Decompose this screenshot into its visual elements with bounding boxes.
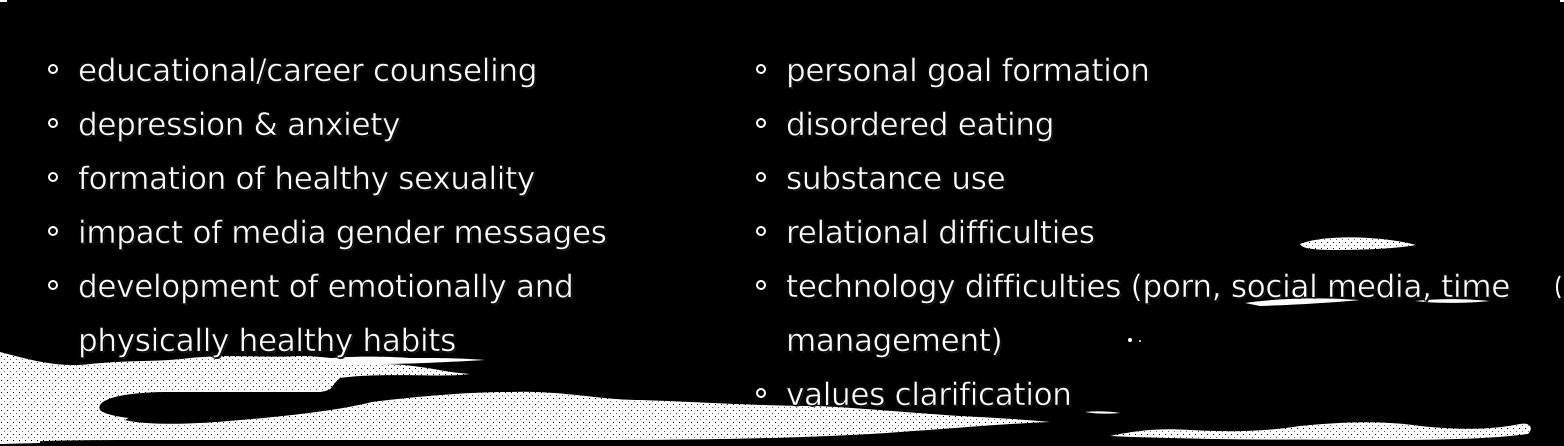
list-item: depression & anxiety xyxy=(44,98,724,152)
wave-right xyxy=(1110,422,1531,440)
wave-upper-tail xyxy=(315,356,485,364)
wave-streak xyxy=(1245,298,1360,306)
wave-left-gap xyxy=(125,401,372,424)
hollow-circle-bullet-icon xyxy=(756,64,766,74)
list-item: educational/career counseling xyxy=(44,44,724,98)
list-item: substance use xyxy=(752,152,1552,206)
list-item-label: values clarification xyxy=(786,377,1073,414)
list-item: formation of healthy sexuality xyxy=(44,152,724,206)
list-item: personal goal formation xyxy=(752,44,1552,98)
list-item: disordered eating xyxy=(752,98,1552,152)
list-item: relational difficulties xyxy=(752,206,1552,260)
list-item-label: personal goal formation xyxy=(786,53,1150,90)
list-item-label: development of emotionally and physicall… xyxy=(78,269,574,360)
hollow-circle-bullet-icon xyxy=(756,388,766,398)
hollow-circle-bullet-icon xyxy=(48,64,58,74)
hollow-circle-bullet-icon xyxy=(756,280,766,290)
hollow-circle-bullet-icon xyxy=(48,280,58,290)
hollow-circle-bullet-icon xyxy=(756,172,766,182)
wave-streak xyxy=(1085,411,1120,414)
left-bullet-list: educational/career counseling depression… xyxy=(44,44,724,368)
wave-float-blob xyxy=(1300,237,1416,250)
list-item: development of emotionally and physicall… xyxy=(44,260,688,368)
list-item-label: relational difficulties xyxy=(786,215,1096,252)
noise-dot xyxy=(1128,338,1132,342)
corner-artifact xyxy=(0,0,7,2)
list-item-label: impact of media gender messages xyxy=(78,215,608,252)
wave-streak xyxy=(1415,299,1490,303)
bottom-edge xyxy=(0,441,40,444)
list-item-label: educational/career counseling xyxy=(78,53,538,90)
list-item: values clarification xyxy=(752,368,1552,422)
list-item-label: depression & anxiety xyxy=(78,107,401,144)
list-item: impact of media gender messages xyxy=(44,206,724,260)
noise-dot xyxy=(1139,340,1141,342)
hollow-circle-bullet-icon xyxy=(48,172,58,182)
list-item-label: formation of healthy sexuality xyxy=(78,161,536,198)
hollow-circle-bullet-icon xyxy=(756,118,766,128)
list-item-label: disordered eating xyxy=(786,107,1055,144)
wave-left xyxy=(0,352,1050,444)
corner-artifact xyxy=(1560,0,1564,2)
edge-fragment xyxy=(1556,275,1561,299)
hollow-circle-bullet-icon xyxy=(48,226,58,236)
list-item-label: technology difficulties (porn, social me… xyxy=(786,269,1511,360)
list-item-label: substance use xyxy=(786,161,1006,198)
hollow-circle-bullet-icon xyxy=(756,226,766,236)
right-bullet-list: personal goal formation disordered eatin… xyxy=(752,44,1552,422)
list-item: technology difficulties (porn, social me… xyxy=(752,260,1546,368)
hollow-circle-bullet-icon xyxy=(48,118,58,128)
